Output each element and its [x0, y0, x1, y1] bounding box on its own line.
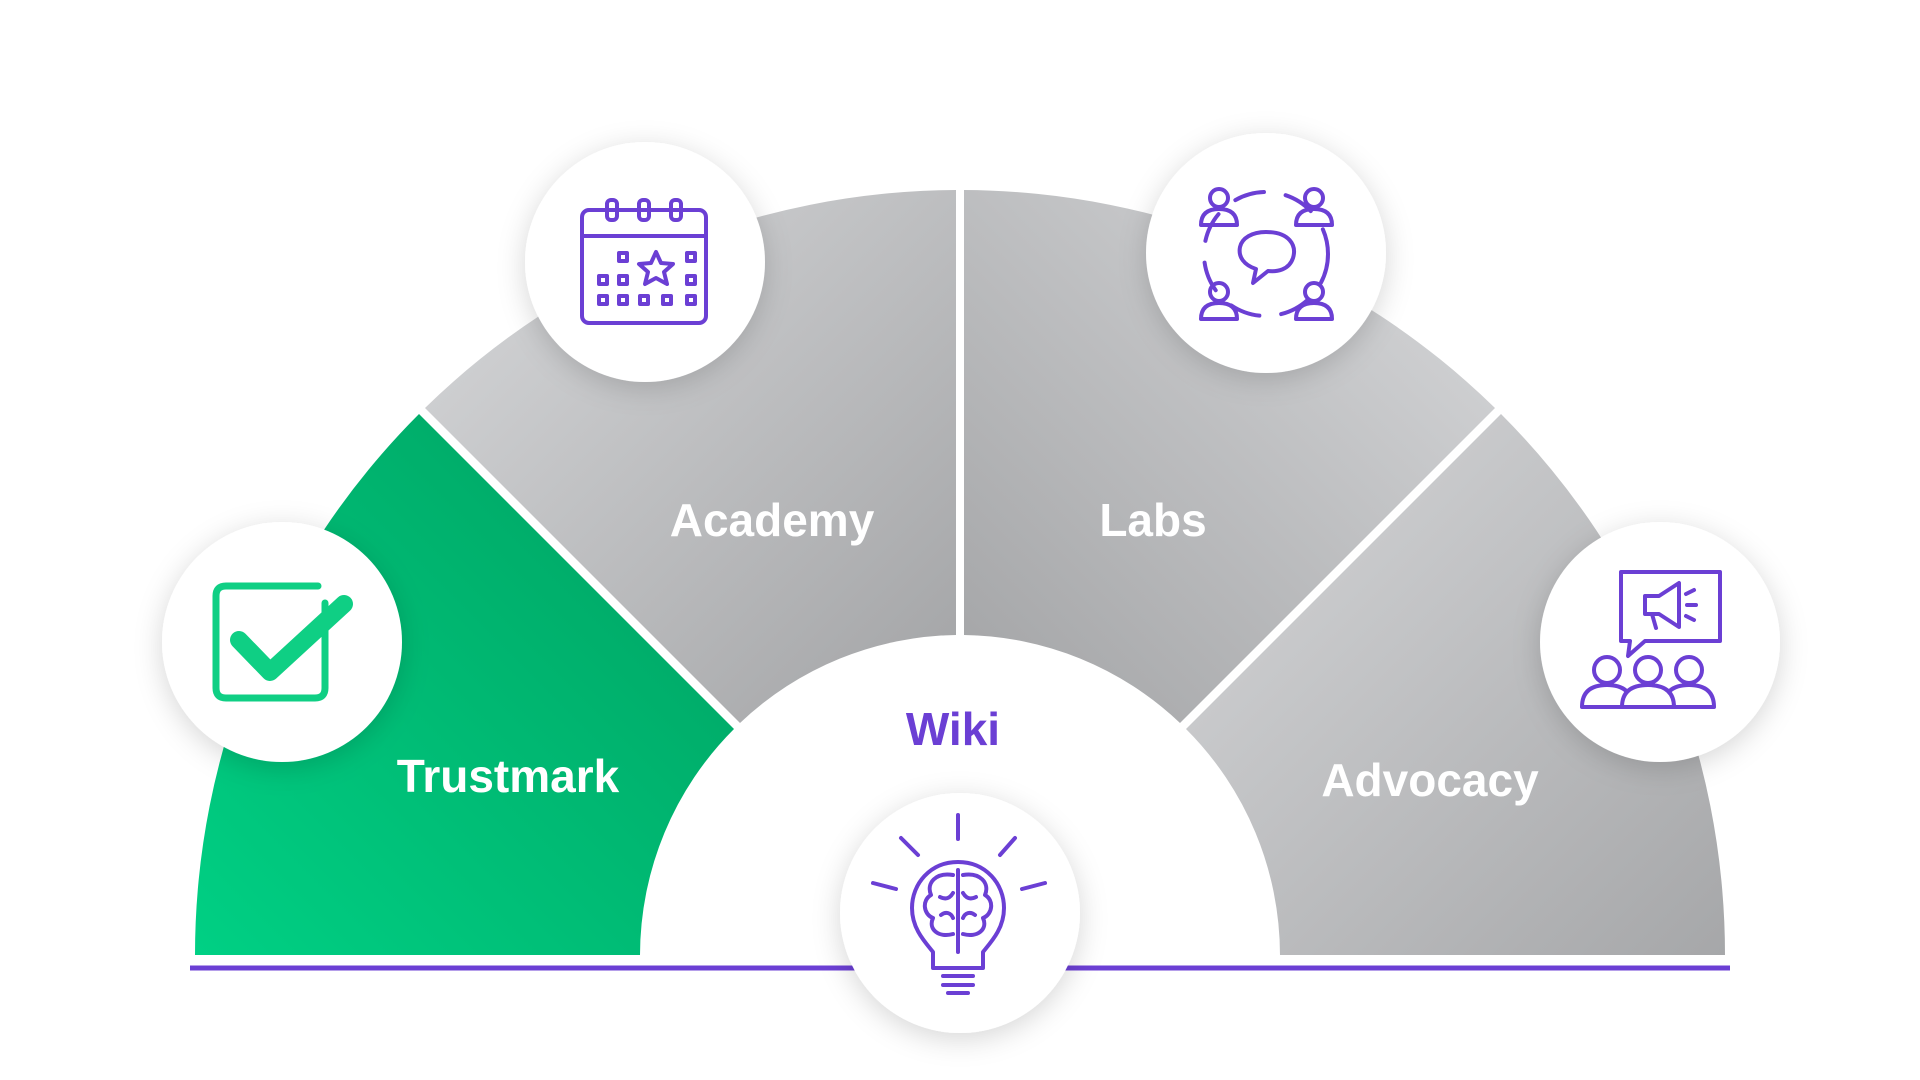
- people-chat-icon: [1199, 187, 1334, 321]
- segment-label-labs: Labs: [1099, 494, 1206, 546]
- icon-bubble-advocacy[interactable]: [1540, 522, 1780, 762]
- lightbulb-brain-icon: [871, 813, 1047, 995]
- checkbox-check-icon: [212, 582, 353, 702]
- icon-bubble-wiki[interactable]: [840, 793, 1080, 1033]
- segment-label-academy: Academy: [670, 494, 875, 546]
- icon-bubble-labs[interactable]: [1146, 133, 1386, 373]
- calendar-star-icon: [580, 198, 708, 325]
- icon-bubble-trustmark[interactable]: [162, 522, 402, 762]
- center-label-wiki: Wiki: [906, 703, 1000, 755]
- megaphone-audience-icon: [1580, 570, 1722, 709]
- icon-bubble-academy[interactable]: [525, 142, 765, 382]
- segment-label-trustmark: Trustmark: [397, 750, 620, 802]
- segment-label-advocacy: Advocacy: [1321, 754, 1539, 806]
